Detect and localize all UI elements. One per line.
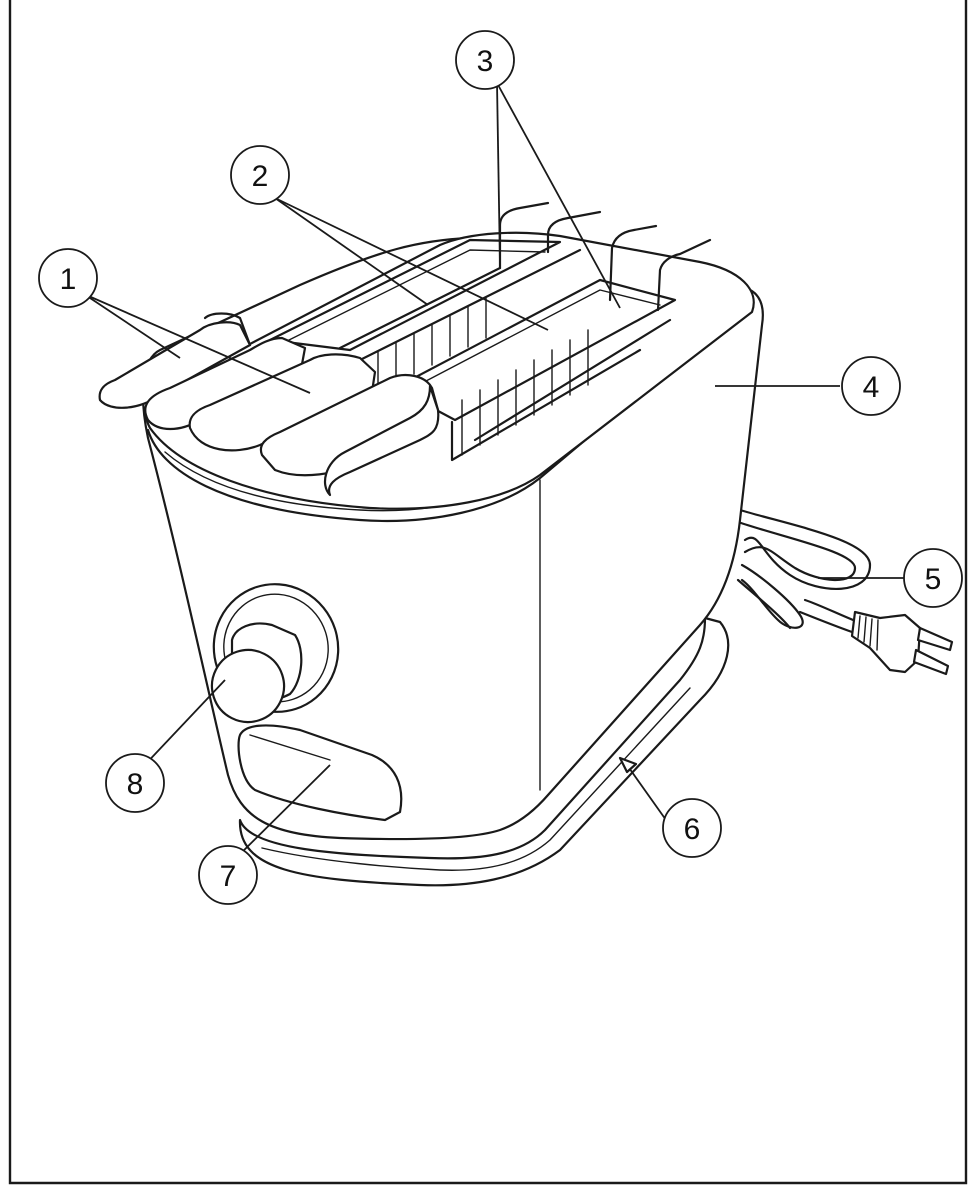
leader-arrowhead	[618, 756, 638, 774]
callout-1: 1	[38, 248, 98, 308]
callout-6: 6	[662, 798, 722, 858]
callout-1-label: 1	[60, 263, 77, 296]
base-plinth	[238, 616, 730, 887]
callout-5: 5	[903, 548, 963, 608]
crumb-trays	[98, 312, 440, 497]
callout-5-label: 5	[925, 563, 942, 596]
callout-6-label: 6	[684, 813, 701, 846]
callout-4: 4	[841, 356, 901, 416]
lift-lever	[237, 724, 403, 822]
callout-7-label: 7	[220, 860, 237, 893]
callout-8: 8	[105, 753, 165, 813]
power-cord	[736, 508, 872, 634]
callout-3: 3	[455, 30, 515, 90]
callout-4-label: 4	[863, 371, 880, 404]
callout-2: 2	[230, 145, 290, 205]
callout-8-label: 8	[127, 768, 144, 801]
control-knob-assembly	[210, 583, 340, 724]
frame-border	[8, 0, 968, 1185]
power-plug	[850, 610, 954, 676]
callout-3-label: 3	[477, 45, 494, 78]
callout-7: 7	[198, 845, 258, 905]
callout-leaders	[83, 82, 904, 863]
callout-2-label: 2	[252, 160, 269, 193]
